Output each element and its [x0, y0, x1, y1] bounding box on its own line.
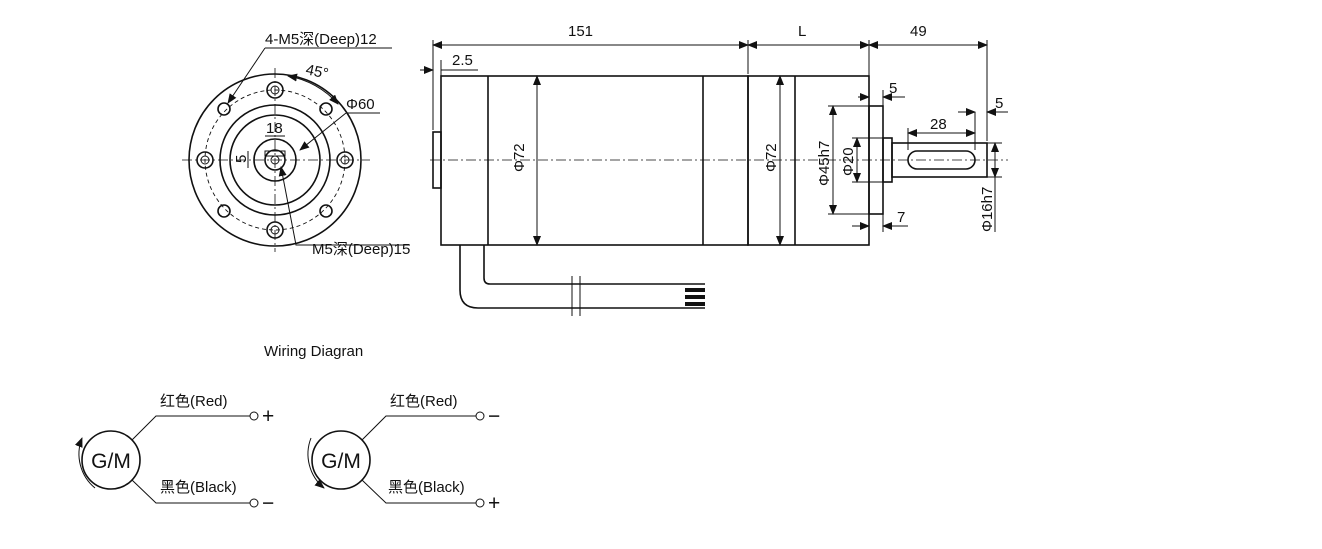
dim-spigot-len: 5 [889, 80, 897, 97]
sign-bottom-right: + [488, 492, 500, 515]
pcd-circle [204, 89, 346, 231]
motor-symbol-left [81, 430, 141, 490]
dim-gear: L [798, 23, 806, 40]
black-wire-left [131, 479, 250, 504]
dim-body-dia-2: Φ72 [763, 143, 780, 172]
sign-top-right: − [488, 405, 500, 428]
flange-outline [188, 73, 362, 247]
key-width-label: 18 [266, 120, 283, 137]
boss-circle [253, 138, 297, 182]
black-wire-label-left: 黑色(Black) [160, 479, 237, 496]
dim-total: 151 [568, 23, 593, 40]
dim-shaft-dia: Φ16h7 [979, 187, 996, 232]
center-hole-label: M5深(Deep)15 [312, 241, 410, 258]
red-wire-label-right: 红色(Red) [390, 393, 458, 410]
wiring-left: G/M 红色(Red) 黑色(Black) + − [74, 393, 274, 515]
motor-label-left: G/M [91, 450, 131, 473]
side-view: 151 L 49 2.5 Φ72 Φ72 Φ45h7 Φ20 5 28 [420, 23, 1008, 316]
dim-shaft: 49 [910, 23, 927, 40]
cable [459, 245, 705, 316]
motor-label-right: G/M [321, 450, 361, 473]
motor-symbol-right [311, 430, 371, 490]
dim-key-end: 5 [995, 95, 1003, 112]
holes-label: 4-M5深(Deep)12 [265, 31, 377, 48]
black-wire-label-right: 黑色(Black) [388, 479, 465, 496]
black-wire-right [361, 479, 476, 504]
sign-bottom-left: − [262, 492, 274, 515]
dim-spigot: Φ45h7 [816, 141, 833, 186]
red-wire-label-left: 红色(Red) [160, 393, 228, 410]
body-circle [229, 114, 321, 206]
motor-body [440, 75, 749, 246]
red-wire-right [361, 415, 476, 441]
angle-arc [287, 73, 339, 105]
angle-label: 45° [304, 61, 330, 82]
shaft-circle [264, 149, 286, 171]
spigot-circle [219, 104, 331, 216]
red-wire-left [131, 415, 250, 441]
shaft-keyway [907, 150, 976, 170]
shaft-key [264, 150, 286, 157]
dim-spigot-depth: 7 [897, 209, 905, 226]
wiring-title: Wiring Diagran [264, 343, 363, 360]
dim-key-len: 28 [930, 116, 947, 133]
holes-leader [227, 47, 266, 104]
rotation-arrow-left [74, 437, 96, 489]
dim-boss: Φ20 [840, 147, 857, 176]
pcd-label: Φ60 [346, 96, 375, 113]
output-shaft [891, 142, 988, 178]
center-hole-leader [278, 166, 410, 246]
pcd-leader [299, 112, 347, 151]
sign-top-left: + [262, 405, 274, 428]
wiring-right: G/M 红色(Red) 黑色(Black) − + [307, 393, 500, 515]
rotation-arrow-right [307, 437, 325, 489]
dim-flange: 2.5 [452, 52, 473, 69]
front-view: 4-M5深(Deep)12 45° Φ60 18 5 M5深(Deep)15 [182, 31, 410, 258]
key-height-label: 5 [233, 155, 250, 163]
dim-body-dia-1: Φ72 [511, 143, 528, 172]
